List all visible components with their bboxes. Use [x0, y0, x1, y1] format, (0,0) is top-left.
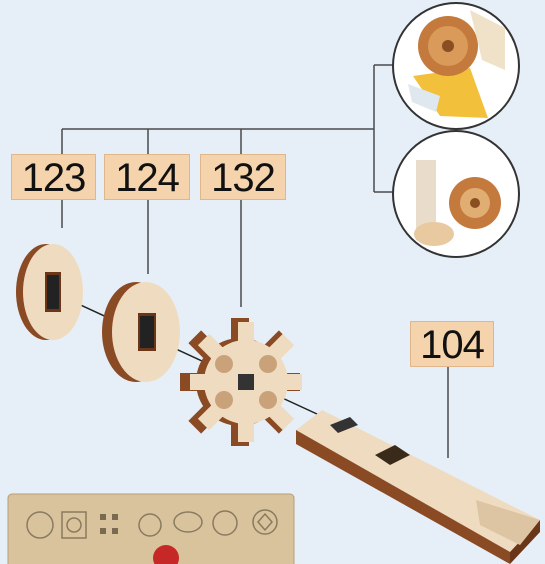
part-label-132: 132 — [200, 154, 286, 200]
parts-sheet-preview — [8, 494, 294, 564]
bar-part-104 — [296, 410, 540, 564]
disc-part-123 — [16, 244, 83, 340]
gear-part-132 — [180, 318, 302, 446]
part-label-123: 123 — [11, 154, 96, 200]
gear-on-axle-detail — [393, 131, 519, 257]
disc-part-124 — [102, 282, 180, 382]
gear-on-paper-detail — [393, 3, 519, 129]
part-label-124: 124 — [104, 154, 190, 200]
axle-guide-line — [48, 290, 330, 420]
part-label-104: 104 — [410, 321, 494, 367]
